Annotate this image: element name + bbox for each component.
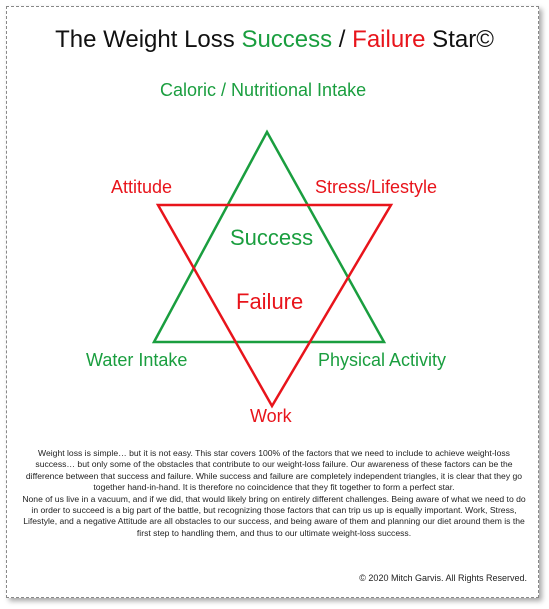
copyright: © 2020 Mitch Garvis. All Rights Reserved… — [359, 573, 527, 583]
description-paragraph-2: None of us live in a vacuum, and if we d… — [22, 493, 526, 538]
title-suffix: Star© — [425, 26, 494, 53]
label-attitude: Attitude — [111, 177, 173, 197]
star-card — [6, 6, 539, 598]
title-separator: / — [332, 26, 353, 53]
description-paragraph-1: Weight loss is simple… but it is not eas… — [25, 448, 523, 493]
label-water-intake: Water Intake — [86, 350, 188, 370]
title-prefix: The Weight Loss — [55, 26, 242, 53]
label-physical-activity: Physical Activity — [318, 350, 447, 370]
label-success: Success — [230, 225, 314, 250]
description: Weight loss is simple… but it is not eas… — [22, 448, 526, 539]
title-failure: Failure — [352, 26, 426, 53]
failure-triangle — [155, 203, 394, 409]
label-stress-lifestyle: Stress/Lifestyle — [315, 177, 438, 197]
label-failure: Failure — [236, 289, 304, 314]
label-work: Work — [250, 406, 292, 426]
page-title: The Weight Loss Success / Failure Star© — [0, 26, 549, 54]
label-caloric-intake: Caloric / Nutritional Intake — [160, 80, 367, 100]
title-success: Success — [241, 26, 333, 53]
success-triangle — [151, 129, 387, 344]
